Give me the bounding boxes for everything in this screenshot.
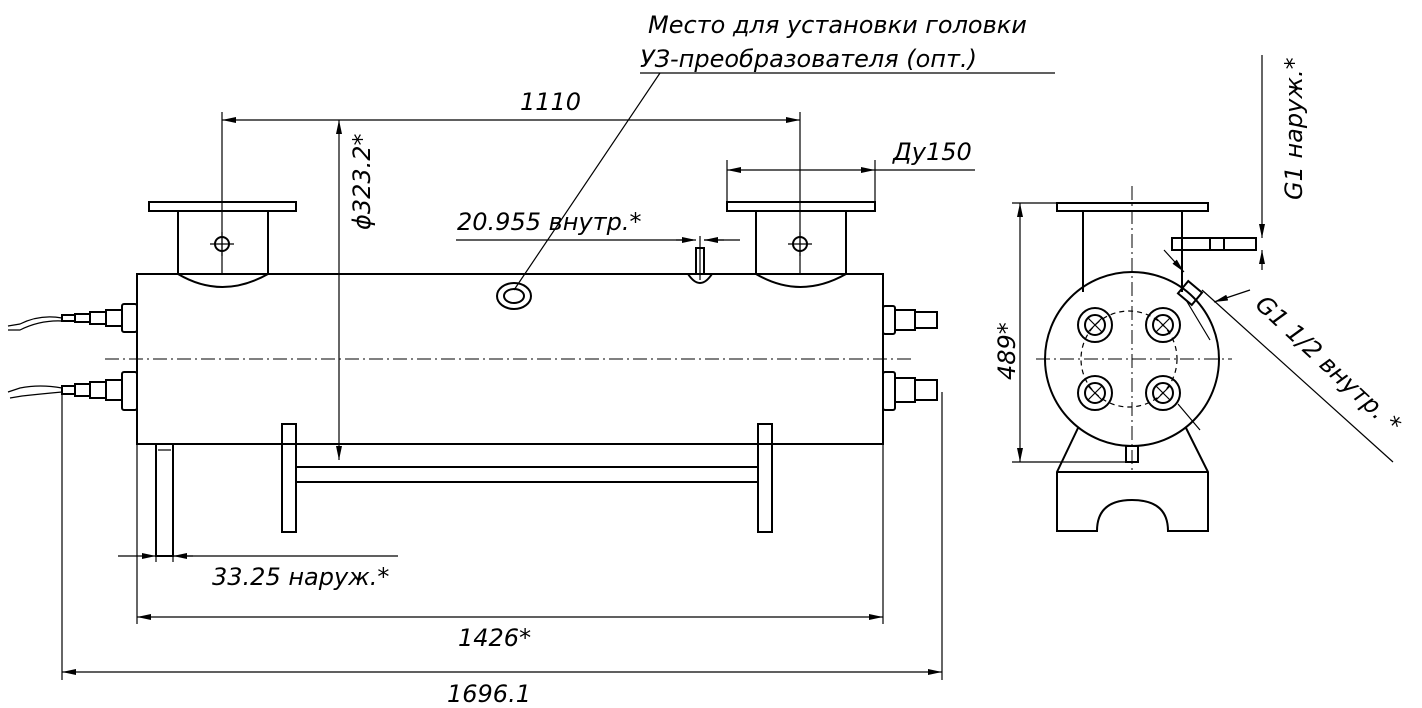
lamp-connectors-left [7,303,138,411]
dim-1110-label: 1110 [520,88,581,116]
dim-du150 [726,160,975,202]
dim-g1-1-2 [1163,249,1394,463]
dim-16961-label: 1696.1 [447,680,531,708]
dim-1110 [221,112,801,274]
dim-1426 [136,444,884,624]
note-line-1: Место для установки головки [648,11,1027,39]
lamp-pitch-circle [1080,310,1178,408]
dim-g1-label: G1 наруж.* [1280,57,1308,200]
support-frame [281,423,773,533]
dim-1426-label: 1426* [458,624,531,652]
note-leader [513,72,1055,291]
front-view: 1110 ϕ323.2* Ду150 20.955 внутр.* Место … [7,11,1055,708]
port-leader [1185,299,1211,341]
dim-20955-label: 20.955 внутр.* [457,208,642,236]
lamp-sleeve [1077,307,1113,343]
side-port-g1 [1171,237,1257,251]
dim-489 [1012,202,1126,463]
dim-489-label: 489* [993,322,1021,380]
dim-3325 [118,553,398,562]
dim-diameter-label: ϕ323.2* [348,133,376,230]
sleeve-leader [1177,403,1201,431]
dim-g1-1-2-label: G1 1/2 внутр. * [1250,290,1407,439]
dim-du150-label: Ду150 [892,138,972,166]
dim-16961 [61,392,943,680]
lamp-connectors-right [882,305,938,411]
drain-leg [155,443,174,557]
side-support [1056,427,1209,532]
side-port-g1-1-2 [1176,279,1204,307]
note-line-2: УЗ-преобразователя (опт.) [640,45,977,73]
top-small-port [687,236,713,284]
side-view: 489* G1 наруж.* G1 1/2 внутр. * [993,55,1407,532]
ultrasonic-port [496,282,532,310]
dim-3325-label: 33.25 наруж.* [212,563,389,591]
